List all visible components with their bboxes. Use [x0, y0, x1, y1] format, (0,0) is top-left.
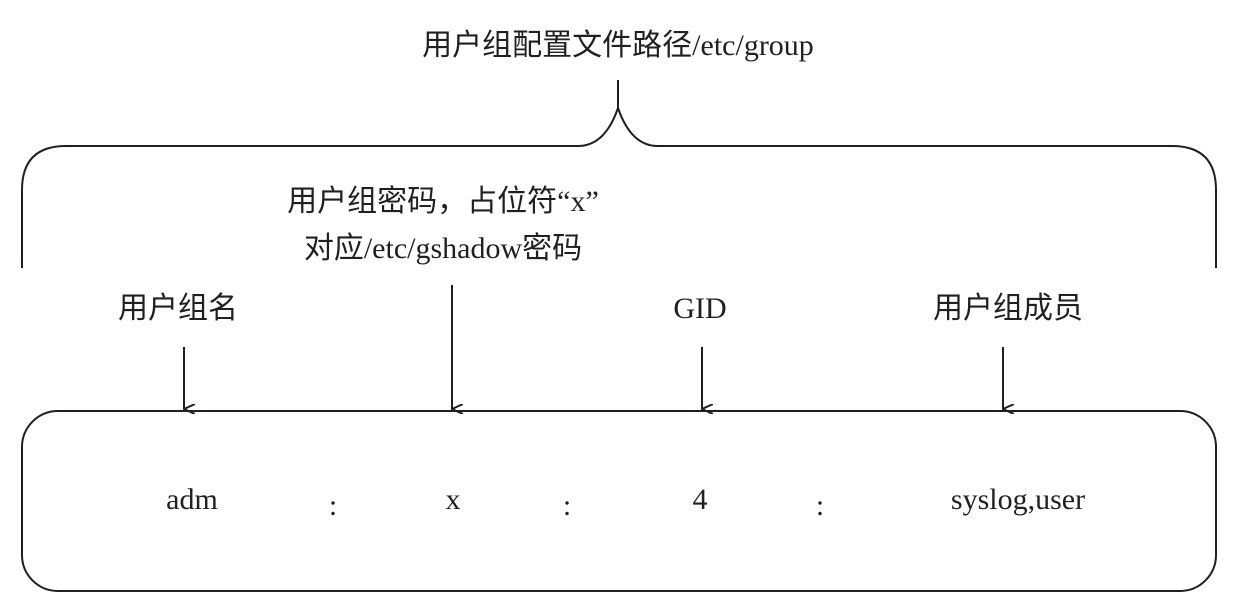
record-gid: 4 [692, 483, 708, 516]
record-password: x [445, 483, 461, 516]
record-box [21, 410, 1217, 592]
members-label: 用户组成员 [933, 292, 1083, 325]
record-group-name: adm [166, 483, 218, 516]
diagram-title: 用户组配置文件路径/etc/group [422, 29, 814, 62]
record-members: syslog,user [950, 483, 1086, 516]
password-note-line2: 对应/etc/gshadow密码 [303, 232, 583, 265]
group-file-brace [21, 80, 1217, 268]
record-separator-3: : [815, 489, 825, 522]
record-separator-1: : [328, 489, 338, 522]
group-name-label: 用户组名 [118, 292, 238, 325]
record-separator-2: : [562, 489, 572, 522]
password-note-line1: 用户组密码，占位符“x” [287, 185, 599, 218]
gid-label: GID [673, 292, 727, 325]
